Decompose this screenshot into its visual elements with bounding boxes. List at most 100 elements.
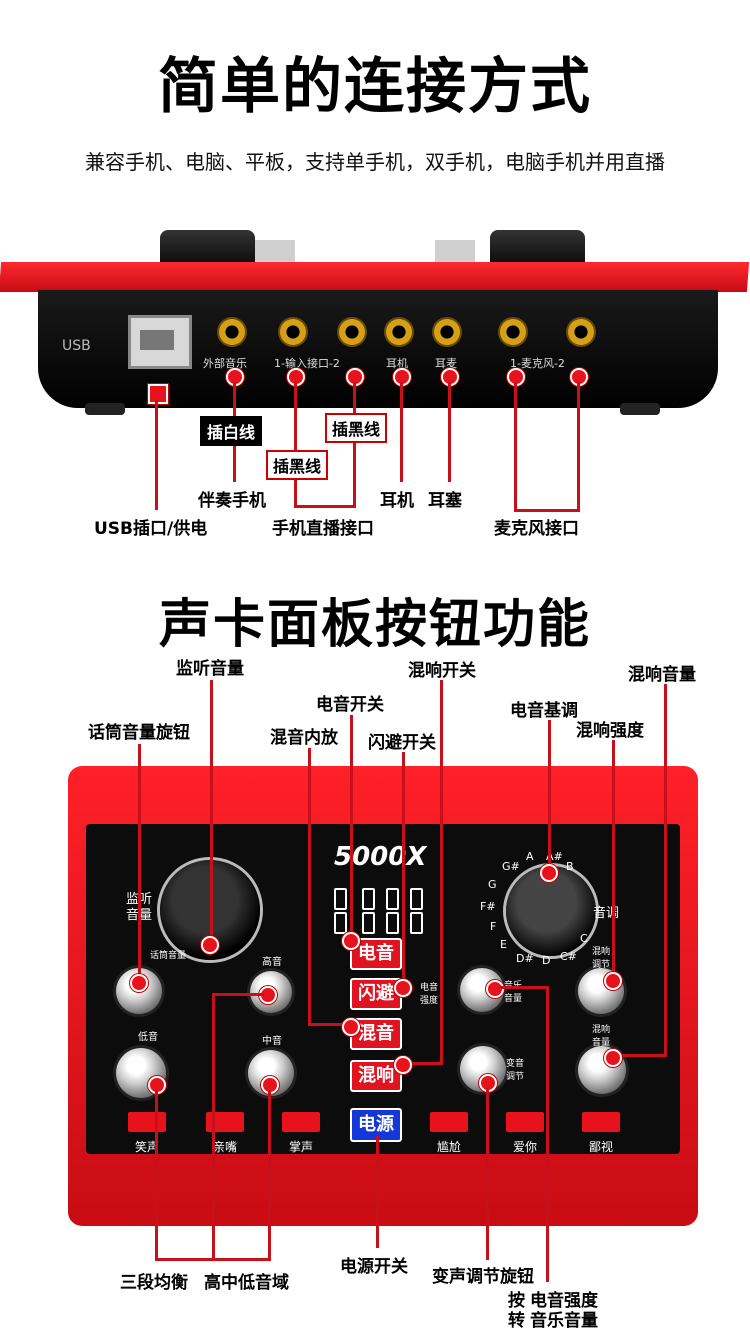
callout-usb-power: USB插口/供电: [94, 519, 208, 539]
callout-press: 按: [508, 1291, 525, 1311]
line-reverb-switch-h: [400, 1062, 443, 1065]
line-dodge: [402, 752, 405, 986]
section2-title: 声卡面板按钮功能: [158, 595, 591, 655]
note-b: B: [566, 860, 574, 873]
line-treble-h: [212, 993, 264, 996]
panel-bass-label: 低音: [138, 1032, 158, 1043]
seg-1: [334, 888, 347, 910]
line-eq-join: [155, 1258, 271, 1261]
note-fs: F#: [480, 900, 496, 913]
note-c: C: [580, 932, 588, 945]
foot-right: [620, 403, 660, 415]
front-panel-device: 5000X 监听 音量 音调 G# A A# B C C# D D# E F F…: [68, 766, 698, 1226]
pad-awkward[interactable]: [430, 1112, 468, 1132]
line-reverb-vol-h: [614, 1054, 667, 1057]
callout-monitor-volume: 监听音量: [176, 659, 244, 679]
note-ds: D#: [516, 952, 534, 965]
label-ext-music: 外部音乐: [203, 357, 247, 370]
pad-applause[interactable]: [282, 1112, 320, 1132]
callout-mix-inner: 混音内放: [270, 728, 338, 748]
panel-mid-label: 中音: [262, 1036, 282, 1047]
jack-ext-music: [217, 317, 247, 347]
line-power: [376, 1136, 379, 1248]
callout-mic-volume-knob: 话筒音量旋钮: [88, 723, 190, 743]
line-mic-join: [514, 509, 580, 512]
callout-accompany-phone: 伴奏手机: [198, 491, 266, 511]
line-mic-vol: [138, 744, 141, 976]
callout-headphone: 耳机: [380, 491, 414, 511]
dot-electro: [342, 932, 360, 950]
panel-treble-label: 高音: [262, 957, 282, 968]
dot-reverb-strength: [604, 972, 622, 990]
dodge-button[interactable]: 闪避: [350, 978, 402, 1010]
jack-input-2: [337, 317, 367, 347]
callout-voice-change-knob: 变声调节旋钮: [432, 1267, 534, 1287]
panel-reverb-vol-label: 混响音量: [592, 1025, 611, 1048]
line-headphone: [400, 382, 403, 482]
panel-electro-strength-label: 电音强度: [420, 983, 439, 1006]
label-earmic: 耳麦: [435, 357, 457, 370]
pad-despise[interactable]: [582, 1112, 620, 1132]
callout-black-cable-2: 插黑线: [325, 413, 388, 443]
model-label: 5000X: [334, 842, 427, 872]
callout-turn: 转: [508, 1311, 525, 1331]
note-e: E: [500, 938, 507, 951]
callout-electro-key: 电音基调: [510, 701, 578, 721]
seg-6: [362, 912, 375, 934]
line-electro: [350, 715, 353, 937]
line-voice-change: [486, 1088, 489, 1260]
jack-earmic: [432, 317, 462, 347]
callout-reverb-volume: 混响音量: [628, 665, 696, 685]
jack-input-1: [278, 317, 308, 347]
red-lid: [0, 262, 750, 292]
seg-5: [334, 912, 347, 934]
callout-black-cable-1: 插黑线: [266, 450, 329, 480]
note-f: F: [490, 920, 497, 933]
label-input: 1-输入接口-2: [274, 357, 340, 370]
callout-power-switch: 电源开关: [340, 1257, 408, 1277]
pad-label-awkward: 尴尬: [436, 1140, 461, 1154]
line-treble-v: [212, 993, 215, 1260]
line-press-turn-v: [546, 986, 549, 1282]
line-reverb-switch-v: [440, 680, 443, 1064]
pad-love[interactable]: [506, 1112, 544, 1132]
reverb-button[interactable]: 混响: [350, 1060, 402, 1092]
pad-label-love: 爱你: [512, 1140, 537, 1154]
line-press-turn-h: [500, 986, 548, 989]
line-input-join: [294, 505, 356, 508]
jack-mic-1: [498, 317, 528, 347]
seg-7: [386, 912, 399, 934]
pad-kiss[interactable]: [206, 1112, 244, 1132]
pad-label-applause: 掌声: [288, 1140, 313, 1154]
callout-phone-live: 手机直播接口: [272, 519, 374, 539]
foot-left: [85, 403, 125, 415]
line-bass: [155, 1090, 158, 1260]
line-mix-inner-h: [308, 1023, 352, 1026]
dot-monitor: [201, 936, 219, 954]
jack-headphone: [384, 317, 414, 347]
callout-dodge-switch: 闪避开关: [368, 733, 436, 753]
note-d: D: [542, 954, 551, 967]
line-mic-2: [577, 382, 580, 512]
dot-electro-key: [540, 864, 558, 882]
label-headphone: 耳机: [386, 357, 408, 370]
callout-reverb-switch: 混响开关: [408, 661, 476, 681]
seg-8: [410, 912, 423, 934]
jack-mic-2: [566, 317, 596, 347]
rear-device-image: USB 外部音乐 1-输入接口-2 耳机 耳麦 1-麦克风-2: [0, 220, 750, 420]
section1-title: 简单的连接方式: [158, 52, 592, 122]
pad-laugh[interactable]: [128, 1112, 166, 1132]
line-reverb-strength: [612, 740, 615, 978]
note-gs: G#: [502, 860, 520, 873]
panel-voice-adj-label: 变音调节: [506, 1059, 525, 1082]
line-mic-1: [514, 382, 517, 512]
dot-mix: [342, 1018, 360, 1036]
note-a: A: [526, 850, 534, 863]
seg-2: [362, 888, 375, 910]
callout-white-cable: 插白线: [200, 416, 263, 446]
dot-reverb-vol: [604, 1049, 622, 1067]
usb-port-inner: [140, 330, 174, 350]
dot-mic-vol: [130, 974, 148, 992]
pad-label-kiss: 亲嘴: [212, 1140, 237, 1154]
line-input-1: [294, 382, 297, 508]
